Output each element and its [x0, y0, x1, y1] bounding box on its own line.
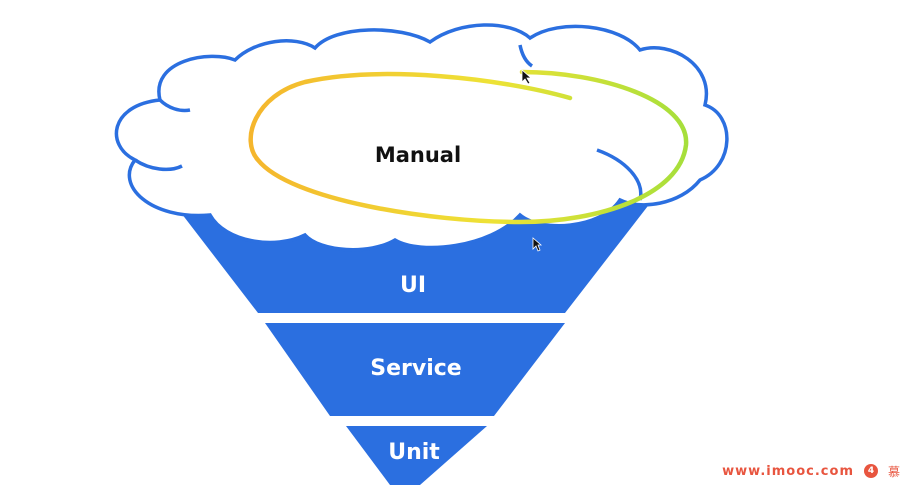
watermark-url: www.imooc.com: [722, 463, 854, 479]
highlight-scribble: [248, 69, 689, 225]
funnel-layer-service: [265, 323, 565, 416]
layer-label-ui: UI: [400, 273, 426, 298]
cloud-fold-top: [518, 44, 534, 68]
cloud-label-manual: Manual: [375, 143, 461, 167]
watermark-logo-text: 慕: [887, 464, 900, 479]
funnel-layer-unit: [346, 426, 487, 485]
cloud-fold-left: [134, 158, 183, 172]
site-watermark: www.imooc.com 4 慕: [722, 459, 900, 483]
cloud-shape: [114, 23, 729, 252]
imooc-logo-icon: 4: [863, 464, 878, 478]
cloud-fold-left-top: [158, 98, 191, 113]
layer-label-service: Service: [370, 356, 461, 381]
layer-label-unit: Unit: [388, 440, 440, 465]
mouse-cursor-icon-secondary: [532, 237, 543, 252]
cloud-fold-right: [596, 148, 643, 201]
mouse-cursor-icon: [521, 69, 533, 85]
